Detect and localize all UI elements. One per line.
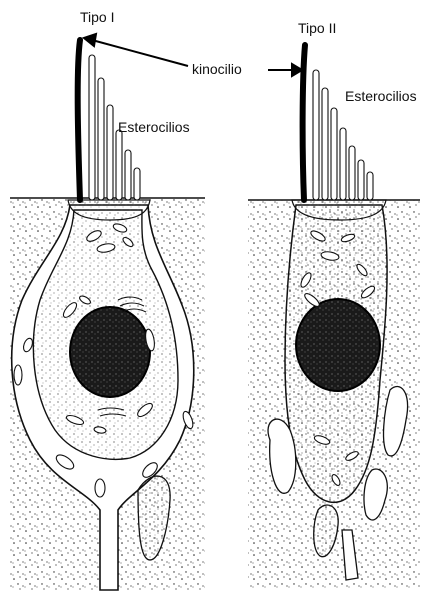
kinocilium-label: kinocilio xyxy=(192,62,242,76)
type1-kinocilium xyxy=(78,40,80,200)
stereocilia-label-right: Esterocilios xyxy=(345,89,417,103)
type2-nucleus xyxy=(296,299,380,391)
type2-label: Tipo II xyxy=(298,21,336,35)
stereocilia-label-left: Esterocilios xyxy=(118,120,190,134)
type1-nucleus xyxy=(70,307,150,397)
type2-kinocilium xyxy=(303,45,305,200)
type1-label: Tipo I xyxy=(80,10,115,24)
